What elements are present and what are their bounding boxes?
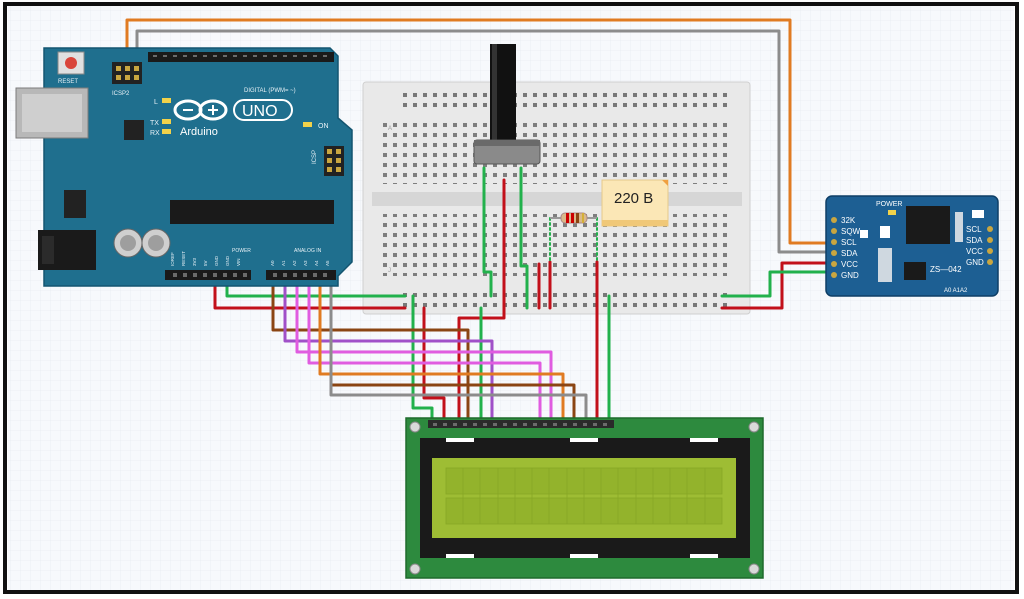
wire-purple-d2: [283, 273, 494, 424]
wire-magenta-d3: [295, 273, 553, 424]
analog-pin-label: A2: [292, 260, 297, 266]
wire-orange-d5: [318, 273, 565, 424]
power-pin-label: GND: [225, 255, 230, 266]
rtc-chip: [906, 206, 950, 244]
power-pin-label: 3V3: [192, 257, 197, 266]
diagram-frame: [3, 2, 1019, 594]
resistor-tooltip: 220 В: [601, 179, 669, 227]
eeprom-chip: [904, 262, 926, 280]
led-tx-label: TX: [150, 120, 159, 127]
digital-label: DIGITAL (PWM= ~): [244, 88, 296, 94]
breadboard: A J: [362, 81, 751, 315]
analog-label: ANALOG IN: [294, 248, 322, 254]
icsp-label: ICSP: [312, 150, 318, 164]
power-pin-label: VIN: [236, 258, 241, 266]
rtc-right-pin-label: GND: [966, 258, 984, 267]
wire-orange-scl: [125, 18, 835, 245]
rtc-pin-label: SDA: [841, 249, 858, 258]
icsp2-label: ICSP2: [112, 91, 130, 97]
led-rx-label: RX: [150, 130, 160, 137]
uno-badge: [233, 99, 293, 121]
icsp2-header: [112, 62, 142, 84]
rtc-right-pin-label: VCC: [966, 247, 983, 256]
wire-gray-sda: [135, 29, 835, 254]
power-pin-label: 5V: [203, 260, 208, 266]
svg-text:A: A: [388, 126, 392, 132]
analog-pin-label: A3: [303, 260, 308, 266]
rtc-right-pins: [987, 226, 993, 265]
rtc-pin-label: SQW: [841, 227, 861, 236]
power-pin-label: IOREF: [170, 252, 175, 266]
power-pin-label: RESET: [181, 251, 186, 266]
power-pin-label: GND: [214, 255, 219, 266]
analog-pin-label: A0: [270, 260, 275, 266]
atmega-chip: [170, 200, 334, 224]
power-label: POWER: [232, 248, 251, 254]
arduino-logo: [173, 99, 228, 121]
rtc-right-pin-label: SCL: [966, 225, 982, 234]
wire-brown-d1: [271, 273, 470, 424]
brand-label: Arduino: [180, 126, 218, 138]
analog-pin-label: A4: [314, 260, 319, 266]
rtc-pin-label: VCC: [841, 260, 858, 269]
reset-label: RESET: [58, 79, 78, 85]
arduino-uno-board: RESET ICSP2 DIGITAL (PWM= ~) UNO Arduino: [15, 47, 353, 287]
lcd-header-pins: [428, 420, 614, 428]
on-label: ON: [318, 123, 329, 130]
wire-green-rtc-gnd: [720, 270, 835, 298]
resistor-220[interactable]: [550, 212, 597, 224]
rtc-pin-label: GND: [841, 271, 859, 280]
svg-text:J: J: [388, 268, 391, 274]
rtc-power-label: POWER: [876, 201, 902, 208]
rtc-right-pin-label: SDA: [966, 236, 983, 245]
resistor-value-label: 220 В: [614, 190, 653, 207]
analog-pin-label: A1: [281, 260, 286, 266]
model-label: UNO: [242, 103, 278, 120]
rtc-pin-label: 32K: [841, 216, 856, 225]
wire-green-pot-left: [482, 166, 493, 298]
wire-green-pot-right: [519, 166, 529, 310]
wire-red-rtc-vcc: [720, 261, 835, 310]
rtc-pin-label: SCL: [841, 238, 857, 247]
rtc-left-pins: [831, 217, 837, 278]
lcd-16x2: [405, 417, 764, 579]
rtc-chip-label: ZS—042: [930, 265, 962, 274]
rtc-module: POWER 32K SQW SCL SDA VCC GND: [825, 195, 999, 297]
analog-pin-label: A5: [325, 260, 330, 266]
wire-gray-d7: [329, 273, 588, 424]
wire-magenta-d4: [307, 273, 542, 424]
rtc-address-label: A0 A1A2: [944, 288, 968, 294]
led-l-label: L: [154, 99, 158, 106]
potentiometer[interactable]: [473, 44, 541, 165]
